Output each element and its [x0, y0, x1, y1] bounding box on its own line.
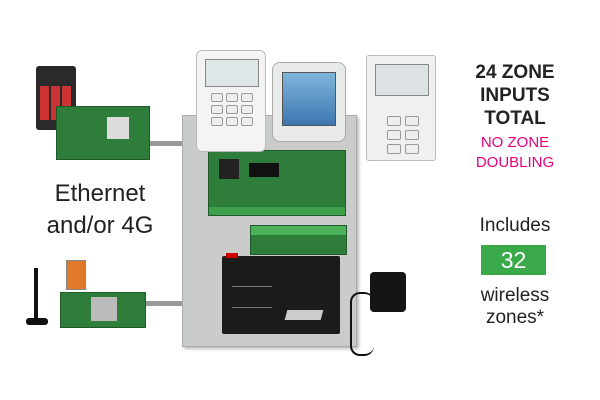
battery: [222, 253, 340, 334]
4g-module-board: [60, 292, 146, 328]
connector-line-top: [148, 141, 190, 146]
battery-logo: [284, 310, 324, 320]
antenna-icon: [34, 268, 38, 320]
connection-label-line1: Ethernet: [54, 180, 146, 207]
wireless-label-line1: wireless: [480, 285, 550, 306]
lcd-keypad-2: [366, 55, 436, 161]
touchscreen-keypad: [272, 62, 346, 142]
includes-label: Includes: [479, 215, 551, 236]
zone-inputs-line3: TOTAL: [484, 108, 546, 129]
wireless-count: 32: [500, 247, 527, 273]
lcd-keypad-1: [196, 50, 266, 152]
no-zone-doubling-line1: NO ZONE: [480, 134, 550, 151]
zone-inputs-line1: 24 ZONE: [475, 62, 555, 83]
no-zone-doubling-line2: DOUBLING: [475, 154, 555, 171]
ethernet-module-board: [56, 106, 150, 160]
antenna-base: [26, 318, 48, 325]
connector-line-bottom: [143, 301, 190, 306]
wireless-label-line2: zones*: [485, 307, 545, 328]
power-cable: [350, 292, 374, 356]
main-circuit-board: [208, 150, 346, 216]
sim-card: [66, 260, 86, 290]
zone-inputs-line2: INPUTS: [480, 85, 550, 106]
wireless-count-badge: [481, 245, 546, 275]
expansion-terminal-board: [250, 225, 347, 255]
power-adapter: [370, 272, 406, 312]
connection-label-line2: and/or 4G: [46, 212, 154, 239]
